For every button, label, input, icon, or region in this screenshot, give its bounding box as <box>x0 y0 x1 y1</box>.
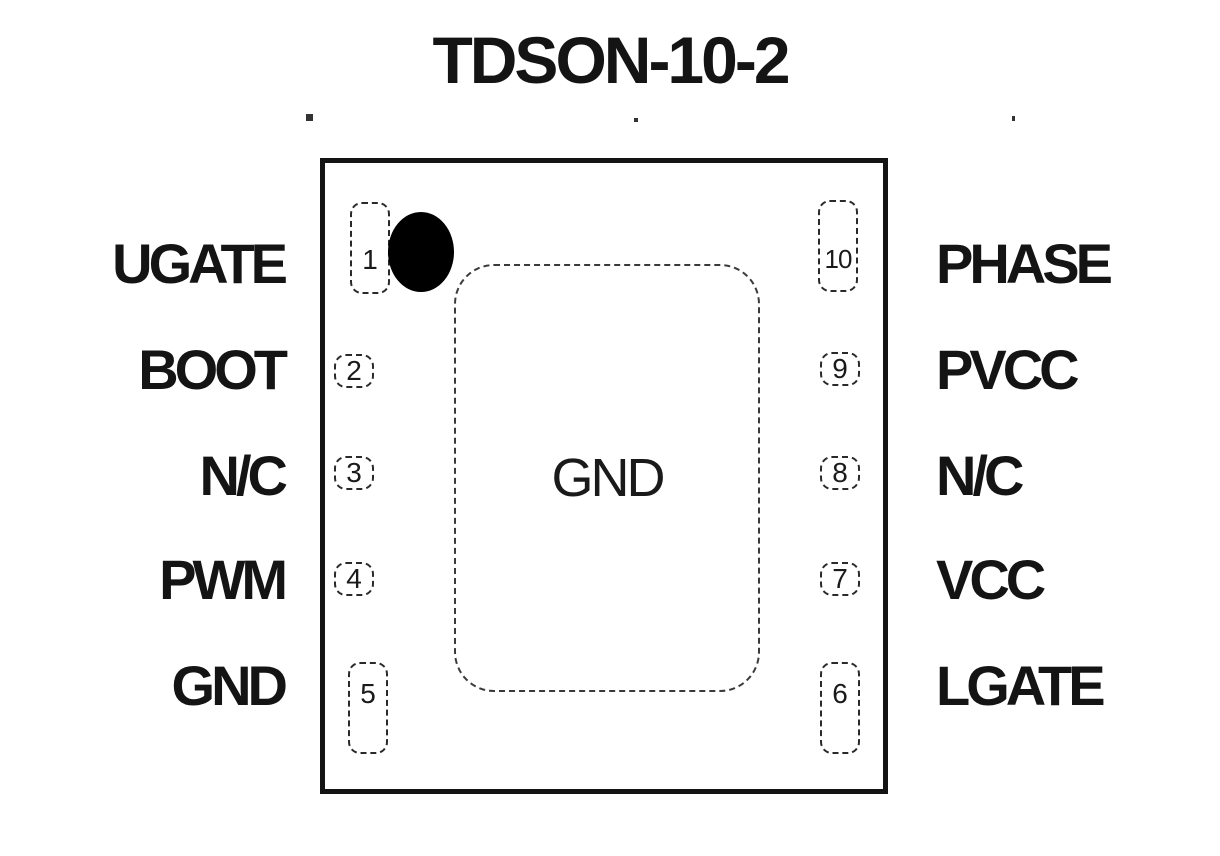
speck-mark <box>634 118 638 122</box>
pin-label-lgate: LGATE <box>936 654 1106 717</box>
pad-pin-9: 9 <box>820 352 860 386</box>
pin-label-boot: BOOT <box>138 338 288 401</box>
pin-label-phase: PHASE <box>936 232 1113 295</box>
speck-mark <box>1012 116 1015 121</box>
pad-pin-1: 1 <box>350 202 390 294</box>
pad-pin-3: 3 <box>334 456 374 490</box>
pin-label-pwm: PWM <box>159 548 288 611</box>
pad-pin-5: 5 <box>348 662 388 754</box>
speck-mark <box>306 114 313 121</box>
pad-pin-8: 8 <box>820 456 860 490</box>
pin-label-ugate: UGATE <box>112 232 288 295</box>
pad-pin-6: 6 <box>820 662 860 754</box>
package-body-outline <box>320 158 888 794</box>
pad-pin-7: 7 <box>820 562 860 596</box>
pin-label-pvcc: PVCC <box>936 338 1080 401</box>
pin-label-vcc: VCC <box>936 548 1046 611</box>
pad-pin-2: 2 <box>334 354 374 388</box>
exposed-pad-label: GND <box>551 448 666 508</box>
exposed-thermal-pad <box>454 264 760 692</box>
pin-label-nc-left: N/C <box>199 444 288 507</box>
pad-pin-4: 4 <box>334 562 374 596</box>
package-title: TDSON-10-2 <box>432 23 790 97</box>
pin1-indicator-dot <box>388 212 454 292</box>
pin-label-nc-right: N/C <box>936 444 1024 507</box>
pin-label-gnd: GND <box>171 654 288 717</box>
pad-pin-10: 10 <box>818 200 858 292</box>
